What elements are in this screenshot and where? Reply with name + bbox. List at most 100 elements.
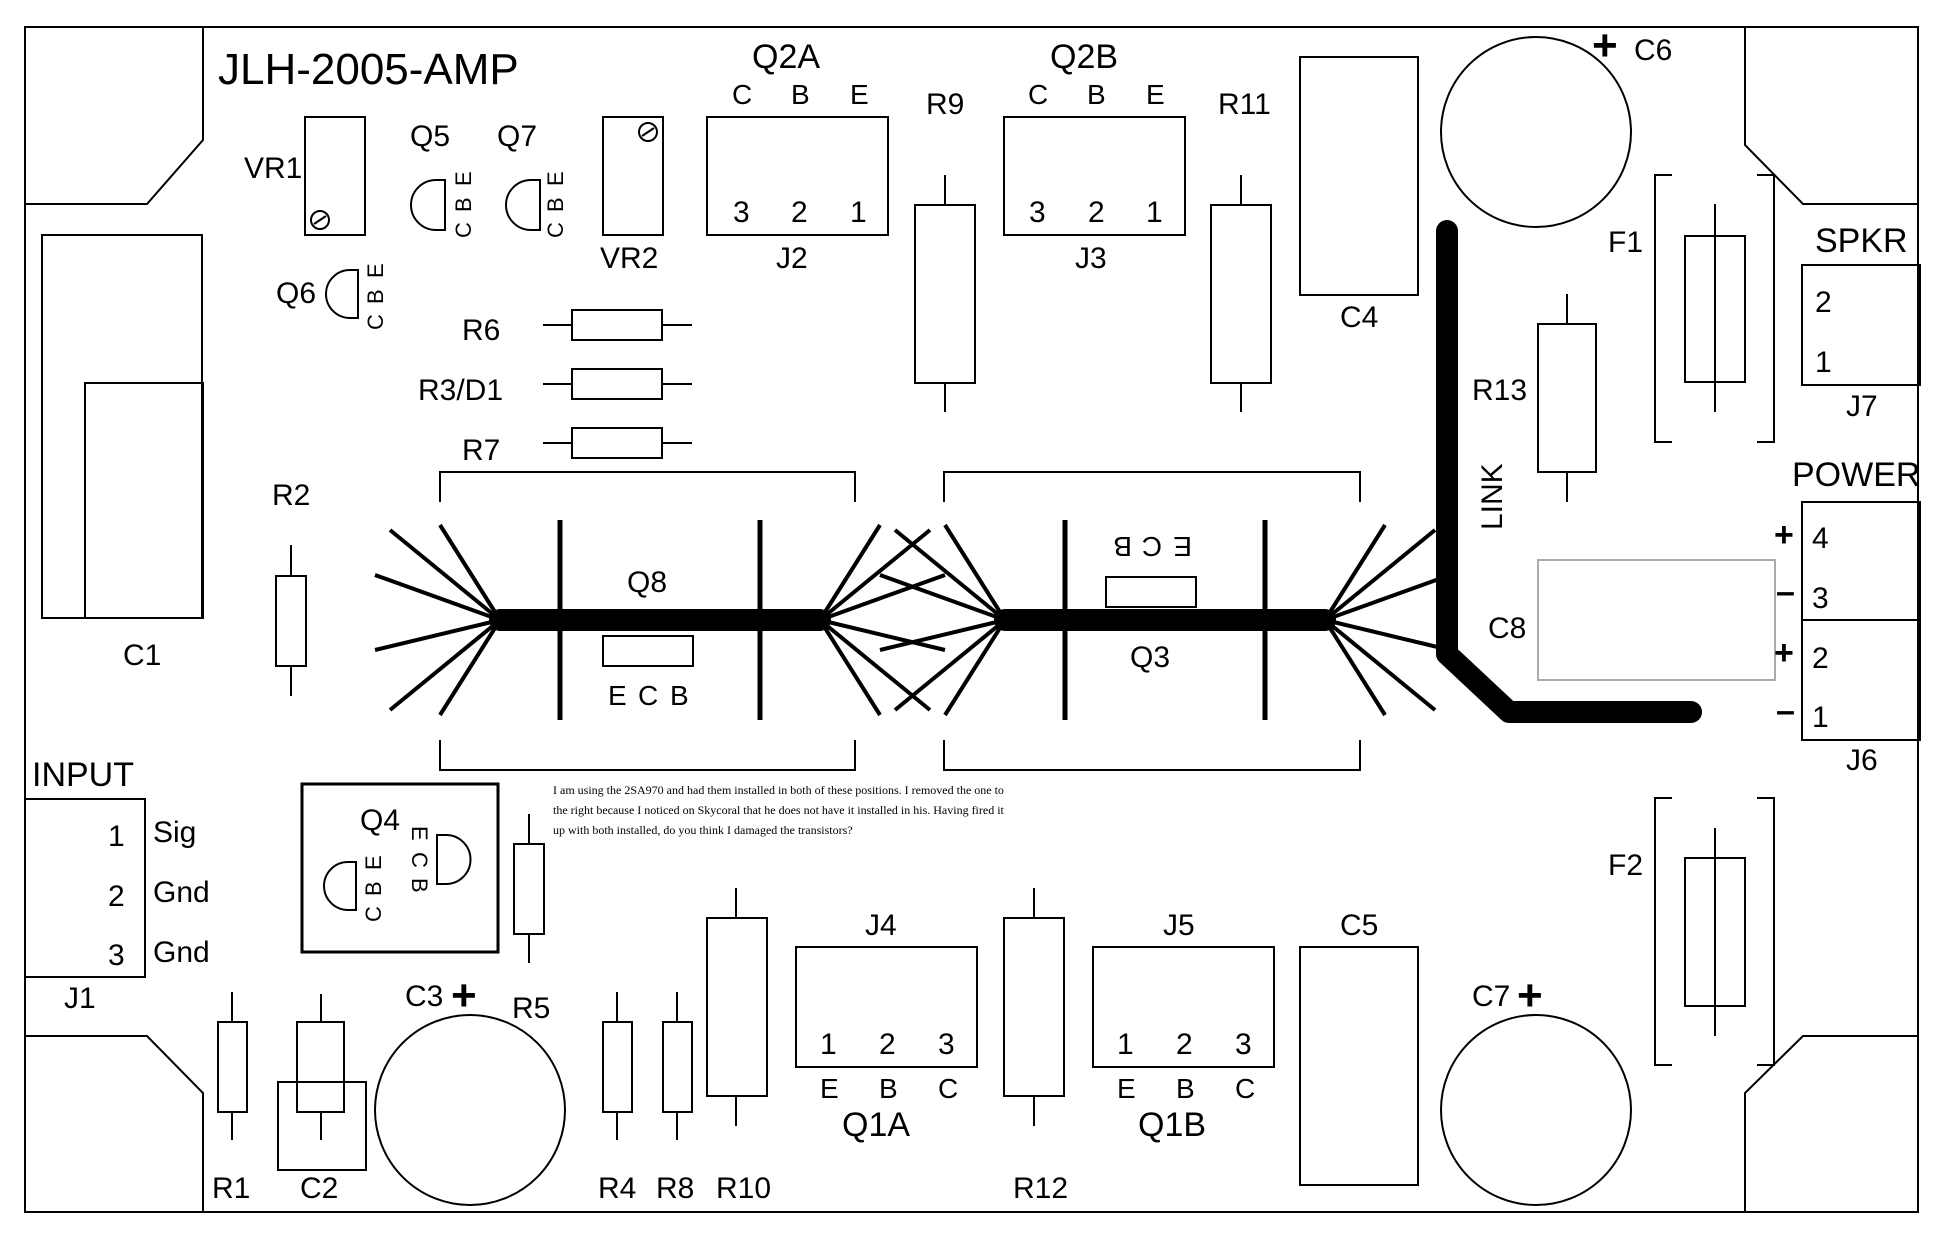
j5-pin-3: 3 [1235, 1028, 1252, 1061]
mount-corner-bottom-right [1744, 1035, 1918, 1212]
q7-pin-b: B [543, 197, 568, 212]
q1b-pin-b: B [1176, 1073, 1195, 1104]
c7-label: C7 [1472, 980, 1510, 1013]
q6-pin-b: B [363, 289, 388, 304]
j4-pin-2: 2 [879, 1028, 896, 1061]
q6-body [325, 269, 359, 319]
q5-pin-e: E [451, 171, 476, 186]
j4-label: J4 [865, 909, 897, 942]
r6-body [571, 309, 663, 341]
spkr-label: SPKR [1815, 222, 1908, 260]
j7-label: J7 [1846, 390, 1878, 423]
q1b-pin-c: C [1235, 1073, 1255, 1104]
q5-pin-c: C [451, 222, 476, 238]
forum-note: I am using the 2SA970 and had them insta… [553, 783, 1005, 837]
q2b-pin-b: B [1087, 79, 1106, 110]
q3-body [1105, 576, 1197, 608]
q8-label: Q8 [627, 566, 667, 599]
r12-label: R12 [1013, 1172, 1068, 1205]
j5-pin-1: 1 [1117, 1028, 1134, 1061]
vr1-screw-icon [310, 210, 330, 230]
q2b-pin-c: C [1028, 79, 1048, 110]
c3-body [374, 1014, 566, 1206]
q6-label: Q6 [276, 277, 316, 310]
q2a-pin-e: E [850, 79, 869, 110]
j4-outline [795, 946, 978, 1068]
q3-heatsink [880, 520, 1450, 720]
q7-pin-c: C [543, 222, 568, 238]
mount-corner-bottom-left [25, 1035, 204, 1212]
j6-label: J6 [1846, 744, 1878, 777]
q8-body [602, 635, 694, 667]
c2-label: C2 [300, 1172, 338, 1205]
link-trace [1436, 220, 1702, 723]
r12-body [1003, 917, 1065, 1097]
power-label: POWER [1792, 456, 1920, 494]
q4-left-body [323, 861, 357, 911]
j6-pin-2: 2 [1812, 642, 1829, 675]
c6-plus: + [1592, 21, 1618, 70]
q2a-pin-c: C [732, 79, 752, 110]
note-line-2: the right because I noticed on Skycoral … [553, 803, 1005, 817]
c2-outline [277, 1081, 367, 1171]
r6-label: R6 [462, 314, 500, 347]
j1-pin-1: 1 [108, 820, 125, 853]
mount-corner-top-right [1744, 27, 1918, 205]
j6-plus-upper: + [1774, 516, 1794, 554]
r7-body [571, 427, 663, 459]
q2b-pin-e: E [1146, 79, 1165, 110]
c8-body [1537, 559, 1776, 681]
r2-body [275, 575, 307, 667]
r10-body [706, 917, 768, 1097]
j5-outline [1092, 946, 1275, 1068]
r3d1-label: R3/D1 [418, 374, 503, 407]
q1a-label: Q1A [842, 1106, 910, 1144]
j2-pin-1: 1 [850, 196, 867, 229]
r13-label: R13 [1472, 374, 1527, 407]
q5-body [410, 179, 446, 231]
q1a-pin-e: E [820, 1073, 839, 1104]
q4-left-pin-e: E [361, 855, 386, 870]
link-label: LINK [1476, 463, 1509, 530]
j2-pin-3: 3 [733, 196, 750, 229]
q4-label: Q4 [360, 804, 400, 837]
r7-label: R7 [462, 434, 500, 467]
vr2-outline [602, 116, 664, 236]
q2a-label: Q2A [752, 38, 820, 76]
j2-pin-2: 2 [791, 196, 808, 229]
c4-label: C4 [1340, 301, 1378, 334]
c3-plus: + [451, 971, 477, 1020]
c1-inner [84, 382, 204, 619]
q8-pin-b: B [670, 680, 689, 711]
q4-right-pin-e: E [407, 826, 432, 841]
c8-label: C8 [1488, 612, 1526, 645]
j6-lower-outline [1801, 619, 1921, 741]
q2b-label: Q2B [1050, 38, 1118, 76]
r11-label: R11 [1218, 88, 1271, 121]
q4-right-pin-b: B [407, 878, 432, 893]
j1-gnd-label-1: Gnd [153, 876, 210, 909]
r4-label: R4 [598, 1172, 636, 1205]
q4-box [300, 782, 500, 954]
q5-label: Q5 [410, 120, 450, 153]
j1-pin-3: 3 [108, 939, 125, 972]
q3-pin-c: C [1142, 531, 1162, 562]
c1-outline [41, 234, 203, 619]
q1b-label: Q1B [1138, 1106, 1206, 1144]
j7-pin-1: 1 [1815, 346, 1832, 379]
j3-pin-2: 2 [1088, 196, 1105, 229]
q4-right-pin-c: C [407, 852, 432, 868]
mount-corner-top-left [25, 27, 204, 205]
j6-pin-1: 1 [1812, 701, 1829, 734]
j4-pin-1: 1 [820, 1028, 837, 1061]
q1b-pin-e: E [1117, 1073, 1136, 1104]
c6-label: C6 [1634, 34, 1672, 67]
q1a-pin-c: C [938, 1073, 958, 1104]
note-line-1: I am using the 2SA970 and had them insta… [553, 783, 1004, 797]
q2a-pin-b: B [791, 79, 810, 110]
q3-label: Q3 [1130, 641, 1170, 674]
vr1-label: VR1 [244, 152, 302, 185]
c3-label: C3 [405, 980, 443, 1013]
vr1-outline [304, 116, 366, 236]
q7-label: Q7 [497, 120, 537, 153]
